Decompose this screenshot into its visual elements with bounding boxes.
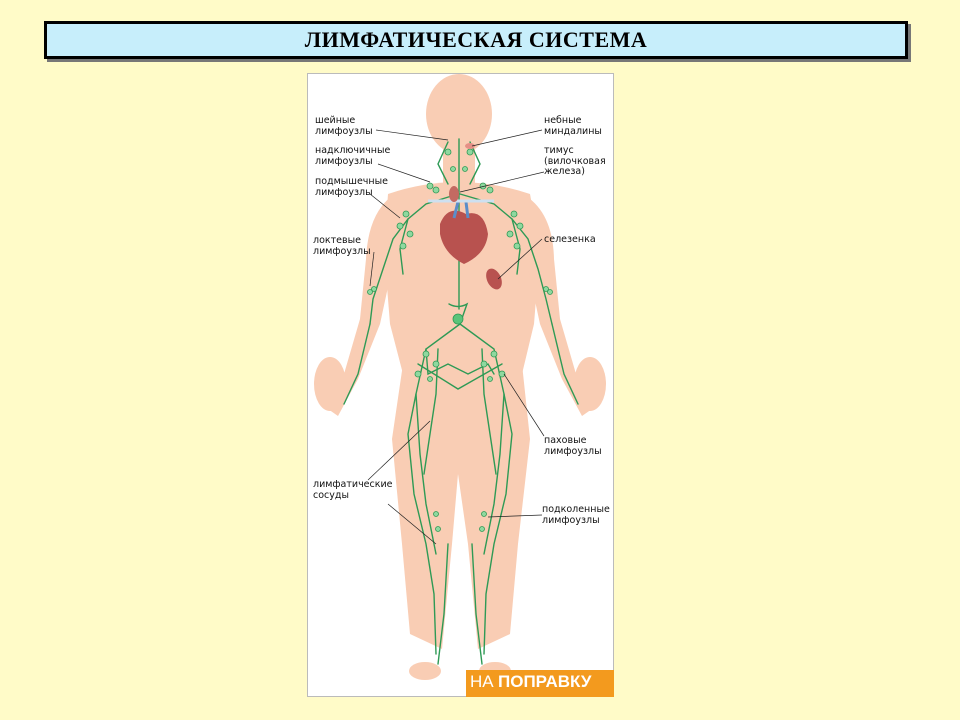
- tonsils-organ: [465, 143, 475, 149]
- anatomy-illustration: [314, 74, 606, 680]
- napopravku-logo: НА ПОПРАВКУ: [466, 670, 614, 697]
- label-supraclavicular-nodes: надключичные лимфоузлы: [315, 145, 391, 167]
- label-palatine-tonsils: небные миндалины: [544, 115, 602, 137]
- page-title: ЛИМФАТИЧЕСКАЯ СИСТЕМА: [304, 27, 648, 52]
- label-thymus: тимус (вилочковая железа): [544, 145, 606, 177]
- leader-lines: [367, 129, 545, 545]
- lymph-nodes: [367, 148, 553, 532]
- label-cervical-nodes: шейные лимфоузлы: [315, 115, 373, 137]
- label-lymphatic-vessels: лимфатические сосуды: [313, 479, 393, 501]
- label-axillary-nodes: подмышечные лимфоузлы: [315, 176, 388, 198]
- spleen-organ: [486, 268, 502, 290]
- lymphatic-system-figure: шейные лимфоузлы небные миндалины надклю…: [307, 73, 614, 697]
- lymphatic-vessels: [343, 138, 579, 665]
- label-inguinal-nodes: паховые лимфоузлы: [544, 435, 602, 457]
- thymus-organ: [449, 186, 459, 202]
- logo-main: ПОПРАВКУ: [498, 672, 592, 691]
- title-bar: ЛИМФАТИЧЕСКАЯ СИСТЕМА: [44, 21, 908, 59]
- heart: [428, 199, 494, 264]
- body-silhouette: [314, 74, 606, 680]
- logo-wordmark: НА ПОПРАВКУ: [470, 672, 592, 691]
- logo-prefix: НА: [470, 672, 494, 691]
- label-cubital-nodes: локтевые лимфоузлы: [313, 235, 371, 257]
- label-popliteal-nodes: подколенные лимфоузлы: [542, 504, 610, 526]
- label-spleen: селезенка: [544, 234, 596, 245]
